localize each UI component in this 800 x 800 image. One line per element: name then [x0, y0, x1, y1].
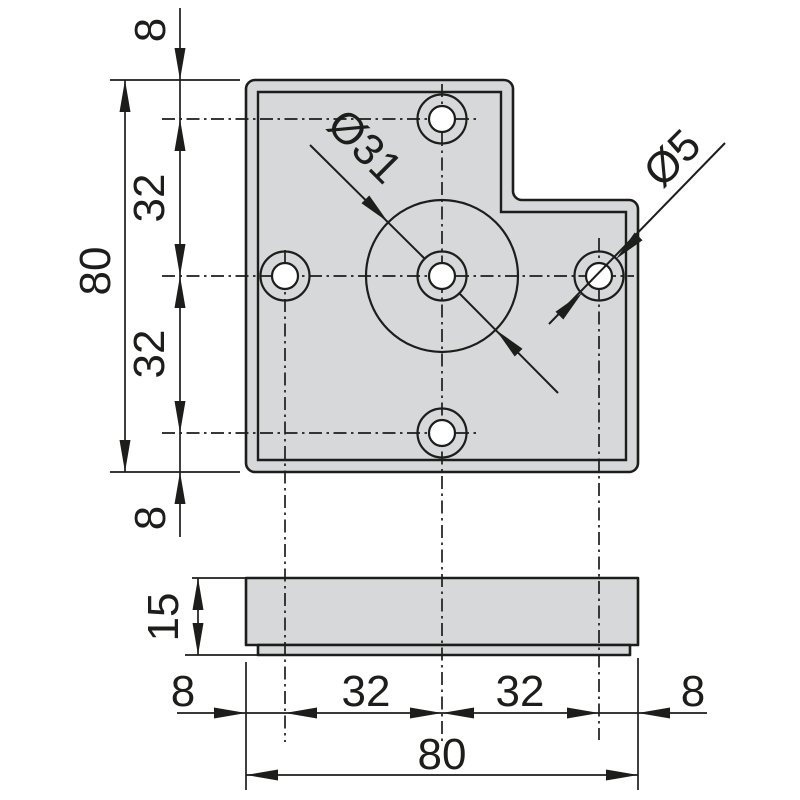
- dim-label-left-bottom-offset: 8: [126, 506, 175, 530]
- arrow-left-total-down: [119, 440, 131, 472]
- leader-dia5: [548, 142, 726, 325]
- mounting-circle-d31: [364, 198, 520, 354]
- hole-left-counterbore: [259, 250, 311, 302]
- hole-bottom: [427, 418, 457, 448]
- hole-right: [584, 261, 614, 291]
- dim-label-left-lower-pitch: 32: [125, 330, 174, 379]
- arrow-left-bottom-up: [174, 472, 186, 504]
- arrow-bottom-center-left: [442, 707, 474, 719]
- hole-center: [427, 261, 457, 291]
- arrow-left-total-up: [119, 80, 131, 112]
- dim-label-bottom-left-offset: 8: [171, 667, 195, 716]
- dim-label-bottom-right-offset: 8: [681, 667, 705, 716]
- hole-left: [270, 261, 300, 291]
- dim-label-left-upper-pitch: 32: [125, 174, 174, 223]
- dim-label-bottom-left-pitch: 32: [342, 667, 391, 716]
- arrow-dia31-upper: [361, 195, 388, 222]
- arrow-dia5-upper: [616, 232, 643, 259]
- dim-label-side-height: 15: [139, 593, 188, 642]
- hole-right-counterbore: [573, 250, 625, 302]
- arrow-side-height-up: [192, 578, 204, 610]
- hole-top: [427, 104, 457, 134]
- hole-top-counterbore: [416, 93, 468, 145]
- arrow-bottom-total-right: [606, 769, 638, 781]
- plate-inner-outline: [256, 90, 628, 462]
- arrow-bottom-rightedge-left: [638, 707, 670, 719]
- arrow-dia5-lower: [555, 293, 582, 320]
- side-view-lip: [256, 643, 632, 657]
- arrow-left-row3-down: [174, 401, 186, 433]
- arrow-bottom-col1-left: [285, 707, 317, 719]
- dim-label-left-top-offset: 8: [126, 18, 175, 42]
- dim-label-bottom-right-pitch: 32: [496, 667, 545, 716]
- hole-bottom-counterbore: [416, 407, 468, 459]
- dim-label-left-total: 80: [71, 247, 120, 296]
- arrow-bottom-col3-right: [567, 707, 599, 719]
- arrow-bottom-leftedge-right: [214, 707, 246, 719]
- arrow-bottom-center-right: [410, 707, 442, 719]
- dim-label-screw-hole-diameter: Ø5: [634, 120, 710, 196]
- arrow-dia31-lower: [496, 330, 523, 357]
- hole-center-counterbore: [416, 250, 468, 302]
- arrow-left-mid-up: [174, 276, 186, 308]
- arrow-left-top-down: [174, 48, 186, 80]
- arrow-left-mid-down: [174, 244, 186, 276]
- arrow-bottom-total-left: [246, 769, 278, 781]
- dim-label-bottom-total: 80: [418, 730, 467, 779]
- arrow-side-height-down: [192, 623, 204, 655]
- arrow-left-row1-up: [174, 119, 186, 151]
